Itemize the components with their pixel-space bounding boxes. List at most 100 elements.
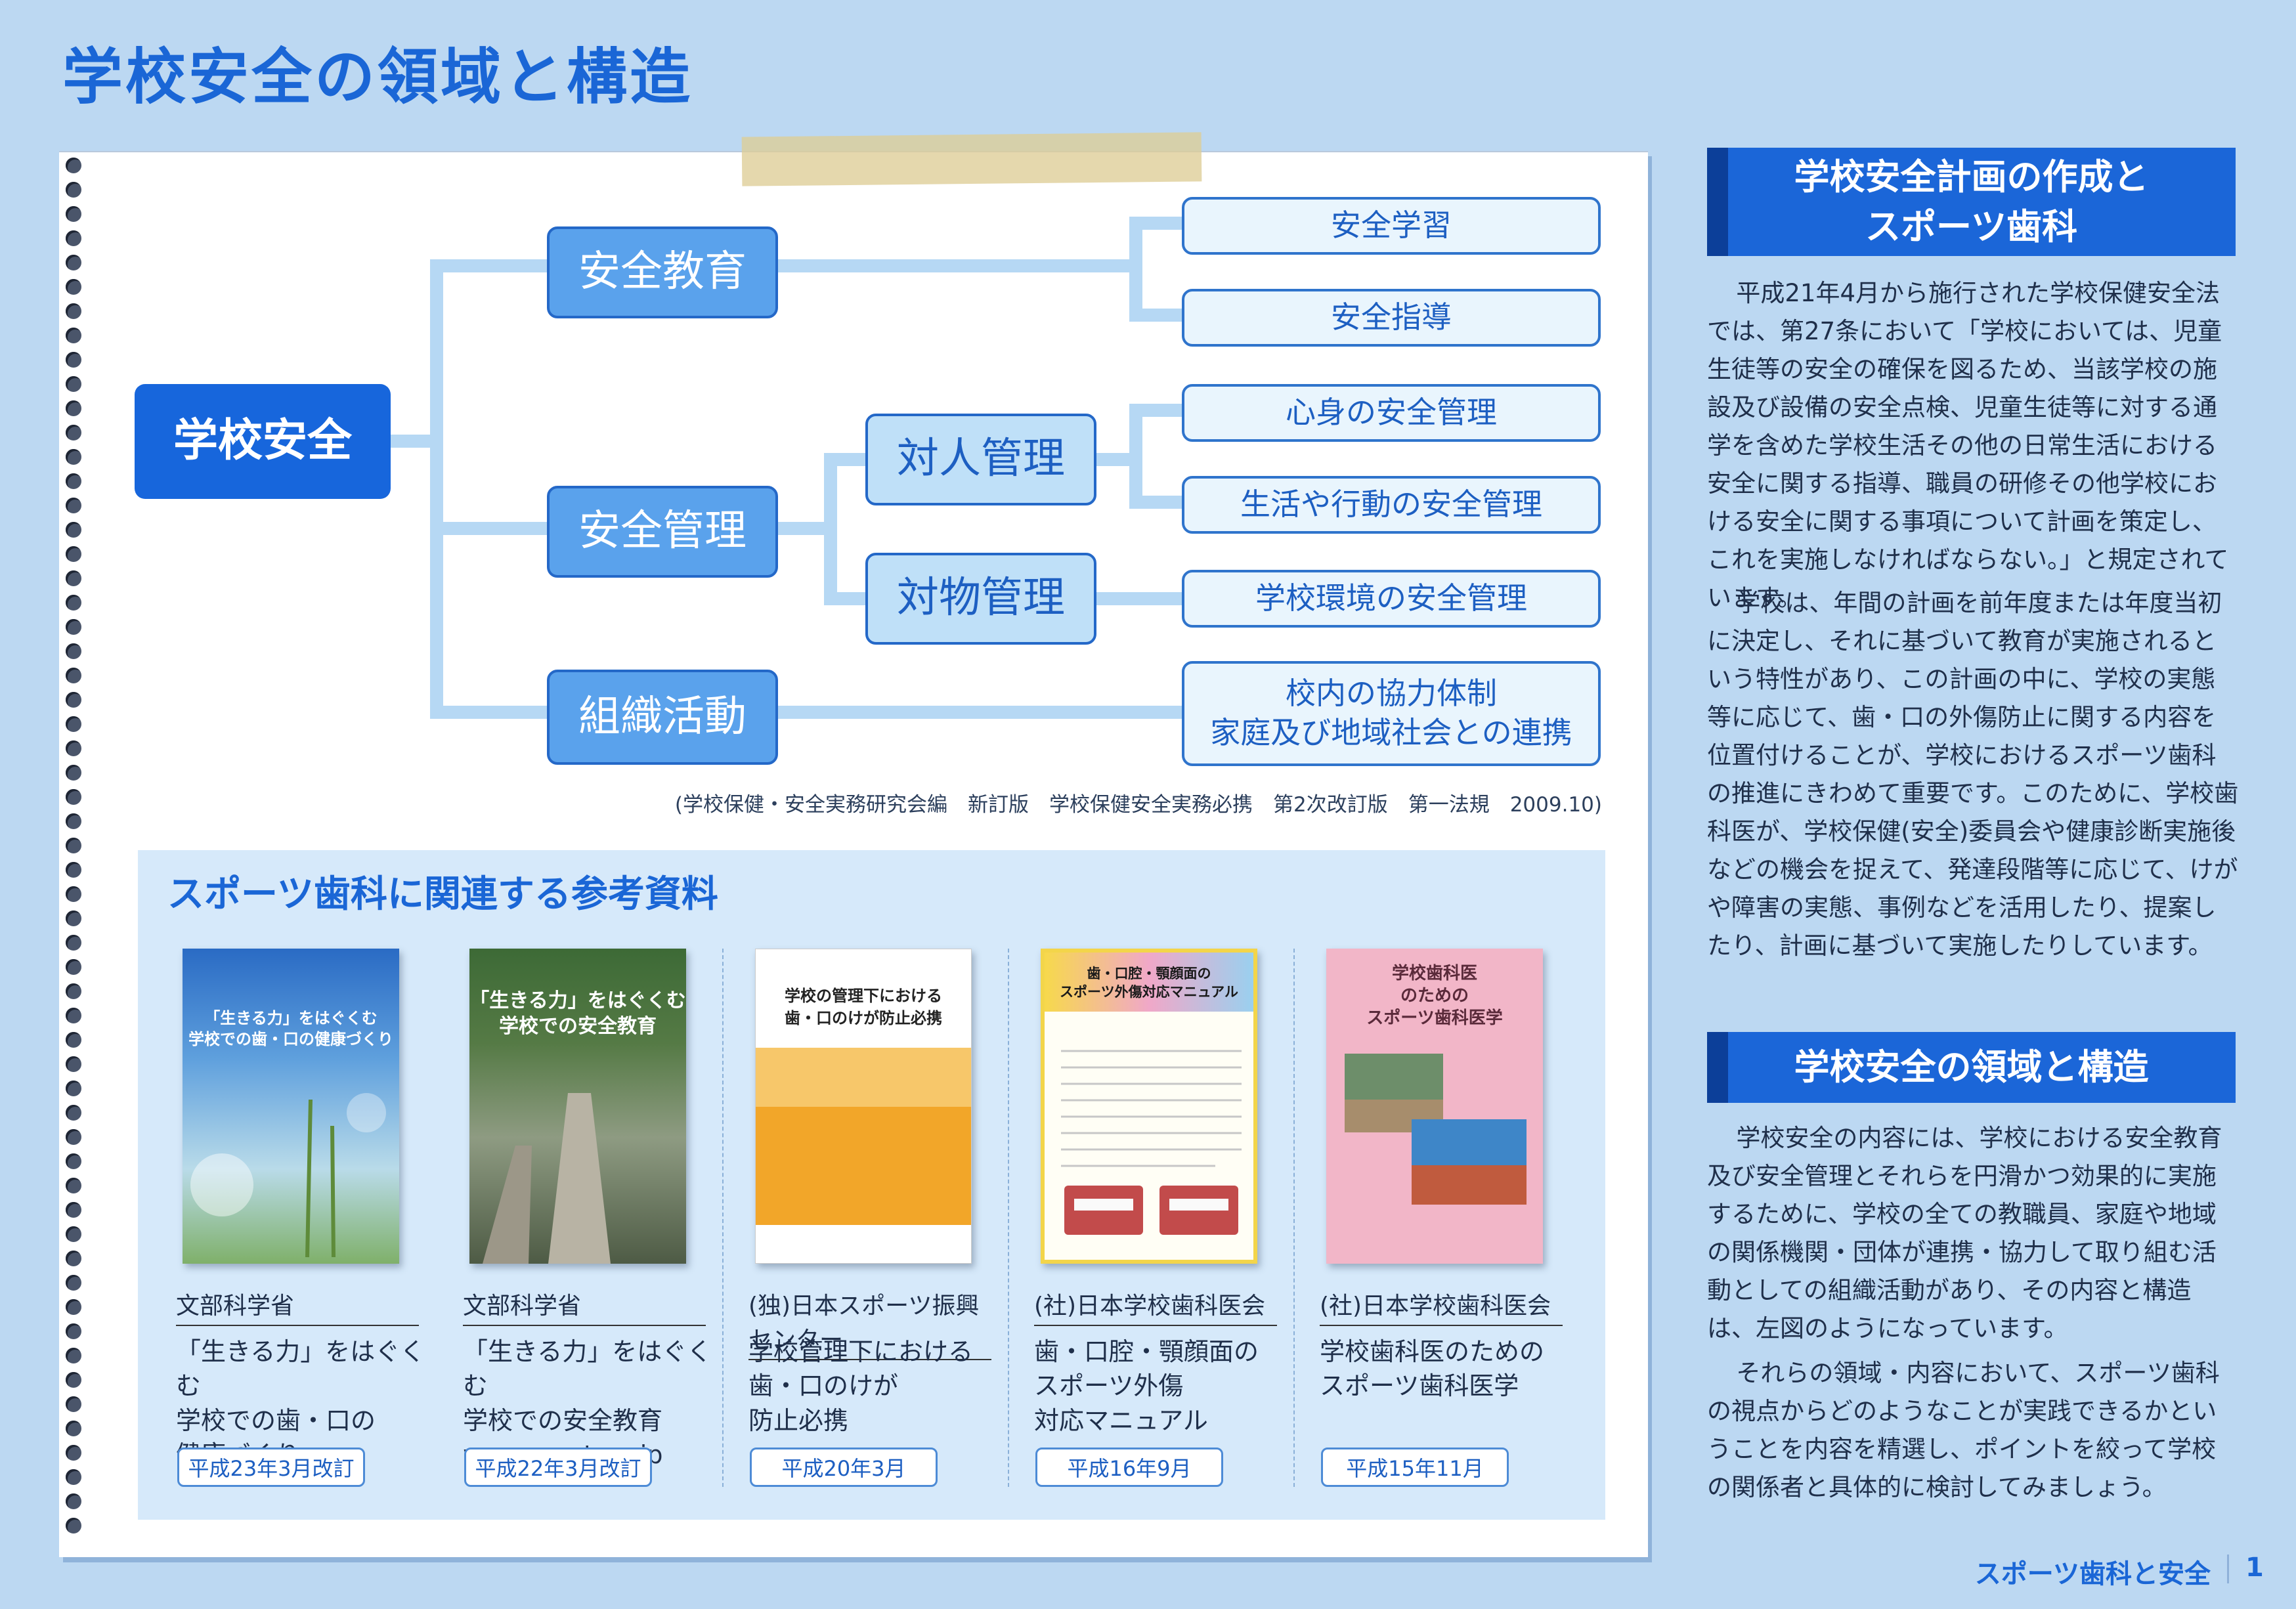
reference-cover-image: 歯・口腔・顎顔面の スポーツ外傷対応マニュアル bbox=[1041, 949, 1257, 1264]
spiral-hole bbox=[66, 862, 81, 878]
sidebar-paragraph: 平成21年4月から施行された学校保健安全法では、第27条において「学校においては… bbox=[1707, 279, 2229, 612]
reference-item[interactable]: 学校の管理下における 歯・口のけが防止必携 (独)日本スポーツ振興センター 学校… bbox=[748, 949, 1008, 1520]
cover-title-line: のための bbox=[1400, 985, 1469, 1006]
spiral-hole bbox=[66, 255, 81, 270]
spiral-hole bbox=[66, 279, 81, 295]
spiral-hole bbox=[66, 716, 81, 732]
spiral-hole bbox=[66, 376, 81, 392]
reference-title-line: スポーツ歯科医学 bbox=[1320, 1371, 1519, 1401]
reference-publisher: (社)日本学校歯科医会 bbox=[1034, 1287, 1277, 1326]
sidebar-paragraph: 学校は、年間の計画を前年度または年度当初に決定し、それに基づいて教育が実施される… bbox=[1707, 589, 2239, 960]
spiral-hole bbox=[66, 1081, 81, 1096]
cover-title-line: 学校での安全教育 bbox=[499, 1015, 657, 1038]
spiral-hole bbox=[66, 1275, 81, 1291]
reference-divider bbox=[1293, 949, 1295, 1487]
spiral-hole bbox=[66, 692, 81, 708]
spiral-hole bbox=[66, 449, 81, 465]
spiral-hole bbox=[66, 425, 81, 440]
sidebar-paragraph: それらの領域・内容において、スポーツ歯科の視点からどのようなことが実践できるかと… bbox=[1707, 1359, 2220, 1501]
spiral-hole bbox=[66, 1178, 81, 1193]
spiral-hole bbox=[66, 1251, 81, 1266]
spiral-hole bbox=[66, 1129, 81, 1145]
spiral-hole bbox=[66, 1105, 81, 1121]
spiral-hole bbox=[66, 619, 81, 635]
spiral-hole bbox=[66, 813, 81, 829]
spiral-hole bbox=[66, 570, 81, 586]
reference-title-line: 学校歯科医のための bbox=[1320, 1337, 1545, 1366]
spiral-hole bbox=[66, 789, 81, 805]
reference-title-line: 「生きる力」をはぐくむ bbox=[463, 1337, 712, 1401]
diagram-node-organizational-activity: 組織活動 bbox=[547, 670, 778, 765]
reference-cover-image: 「生きる力」をはぐくむ 学校での歯・口の健康づくり bbox=[183, 949, 399, 1264]
sidebar-heading-line: スポーツ歯科 bbox=[1865, 205, 2077, 247]
reference-title-line: 学校での歯・口の bbox=[176, 1405, 376, 1435]
reference-title-line: 学校での安全教育 bbox=[463, 1405, 663, 1435]
diagram-node-safety-management: 安全管理 bbox=[547, 486, 778, 578]
spiral-hole bbox=[66, 230, 81, 246]
spiral-hole bbox=[66, 303, 81, 319]
spiral-hole bbox=[66, 1032, 81, 1048]
diagram-leaf-mind-body-safety: 心身の安全管理 bbox=[1182, 384, 1601, 442]
reference-title-line: 対応マニュアル bbox=[1034, 1405, 1208, 1435]
diagram-node-school-safety: 学校安全 bbox=[135, 384, 391, 499]
spiral-hole bbox=[66, 1372, 81, 1388]
spiral-hole bbox=[66, 498, 81, 513]
cover-title-line: スポーツ外傷対応マニュアル bbox=[1060, 984, 1238, 1000]
reference-item[interactable]: 「生きる力」をはぐくむ 学校での歯・口の健康づくり 文部科学省 「生きる力」をは… bbox=[176, 949, 435, 1520]
diagram-node-object-management: 対物管理 bbox=[865, 553, 1096, 645]
reference-publisher: 文部科学省 bbox=[176, 1287, 419, 1326]
reference-item[interactable]: 学校歯科医 のための スポーツ歯科医学 (社)日本学校歯科医会 学校歯科医のため… bbox=[1320, 949, 1579, 1520]
spiral-hole bbox=[66, 400, 81, 416]
spiral-hole bbox=[66, 352, 81, 368]
page-number: 1 bbox=[2245, 1553, 2264, 1583]
diagram-leaf-environment-safety: 学校環境の安全管理 bbox=[1182, 570, 1601, 628]
reference-item[interactable]: 歯・口腔・顎顔面の スポーツ外傷対応マニュアル (社)日本学校歯科医会 歯・口腔… bbox=[1034, 949, 1293, 1520]
cover-illustration bbox=[1061, 1050, 1242, 1235]
diagram-citation: (学校保健・安全実務研究会編 新訂版 学校保健安全実務必携 第2次改訂版 第一法… bbox=[674, 793, 1602, 817]
spiral-hole bbox=[66, 983, 81, 999]
sidebar-heading-structure: 学校安全の領域と構造 bbox=[1707, 1032, 2236, 1103]
spiral-hole bbox=[66, 1153, 81, 1169]
spiral-hole bbox=[66, 643, 81, 659]
spiral-hole bbox=[66, 1348, 81, 1363]
spiral-hole bbox=[66, 1226, 81, 1242]
reference-publisher: (独)日本スポーツ振興センター bbox=[748, 1287, 991, 1360]
reference-cover-image: 学校歯科医 のための スポーツ歯科医学 bbox=[1326, 949, 1543, 1264]
diagram-leaf-organization-line-2: 家庭及び地域社会との連携 bbox=[1210, 715, 1572, 750]
reference-date-badge: 平成22年3月改訂 bbox=[464, 1448, 652, 1487]
diagram-leaf-lifestyle-safety: 生活や行動の安全管理 bbox=[1182, 476, 1601, 534]
page-title: 学校安全の領域と構造 bbox=[62, 42, 693, 112]
reference-title-line: 防止必携 bbox=[748, 1405, 849, 1435]
reference-cover-image: 学校の管理下における 歯・口のけが防止必携 bbox=[755, 949, 972, 1264]
cover-title-line: 歯・口腔・顎顔面の bbox=[1087, 966, 1211, 981]
sidebar-paragraph: 学校安全の内容には、学校における安全教育及び安全管理とそれらを円滑かつ効果的に実… bbox=[1707, 1124, 2222, 1342]
spiral-hole bbox=[66, 206, 81, 222]
reference-date-badge: 平成16年9月 bbox=[1035, 1448, 1223, 1487]
reference-date-badge: 平成15年11月 bbox=[1321, 1448, 1509, 1487]
reference-title-line: スポーツ外傷 bbox=[1034, 1371, 1184, 1401]
cover-illustration bbox=[756, 1048, 971, 1225]
spiral-hole bbox=[66, 158, 81, 173]
spiral-hole bbox=[66, 1008, 81, 1023]
spiral-hole bbox=[66, 1299, 81, 1315]
spiral-hole bbox=[66, 473, 81, 489]
reference-divider bbox=[722, 949, 724, 1487]
spiral-hole bbox=[66, 765, 81, 781]
spiral-hole bbox=[66, 740, 81, 756]
diagram-leaf-safety-guidance: 安全指導 bbox=[1182, 289, 1601, 347]
reference-item[interactable]: 「生きる力」をはぐくむ 学校での安全教育 文部科学省 「生きる力」をはぐくむ 学… bbox=[463, 949, 722, 1520]
spiral-hole bbox=[66, 1396, 81, 1412]
spiral-hole bbox=[66, 328, 81, 343]
reference-title-line: 歯・口のけが bbox=[748, 1371, 899, 1401]
footer-divider bbox=[2227, 1555, 2229, 1583]
cover-illustration bbox=[190, 1093, 386, 1258]
masking-tape bbox=[741, 132, 1202, 186]
cover-illustration bbox=[483, 1093, 611, 1264]
reference-title: 学校歯科医のための スポーツ歯科医学 bbox=[1320, 1335, 1544, 1404]
cover-title-line: 学校の管理下における bbox=[785, 987, 942, 1005]
spiral-hole bbox=[66, 182, 81, 198]
spiral-hole bbox=[66, 1323, 81, 1339]
cover-title-line: 「生きる力」をはぐくむ bbox=[204, 1009, 378, 1027]
sidebar-heading-plan: 学校安全計画の作成と スポーツ歯科 bbox=[1707, 148, 2236, 256]
cover-title-line: 歯・口のけが防止必携 bbox=[785, 1008, 942, 1027]
